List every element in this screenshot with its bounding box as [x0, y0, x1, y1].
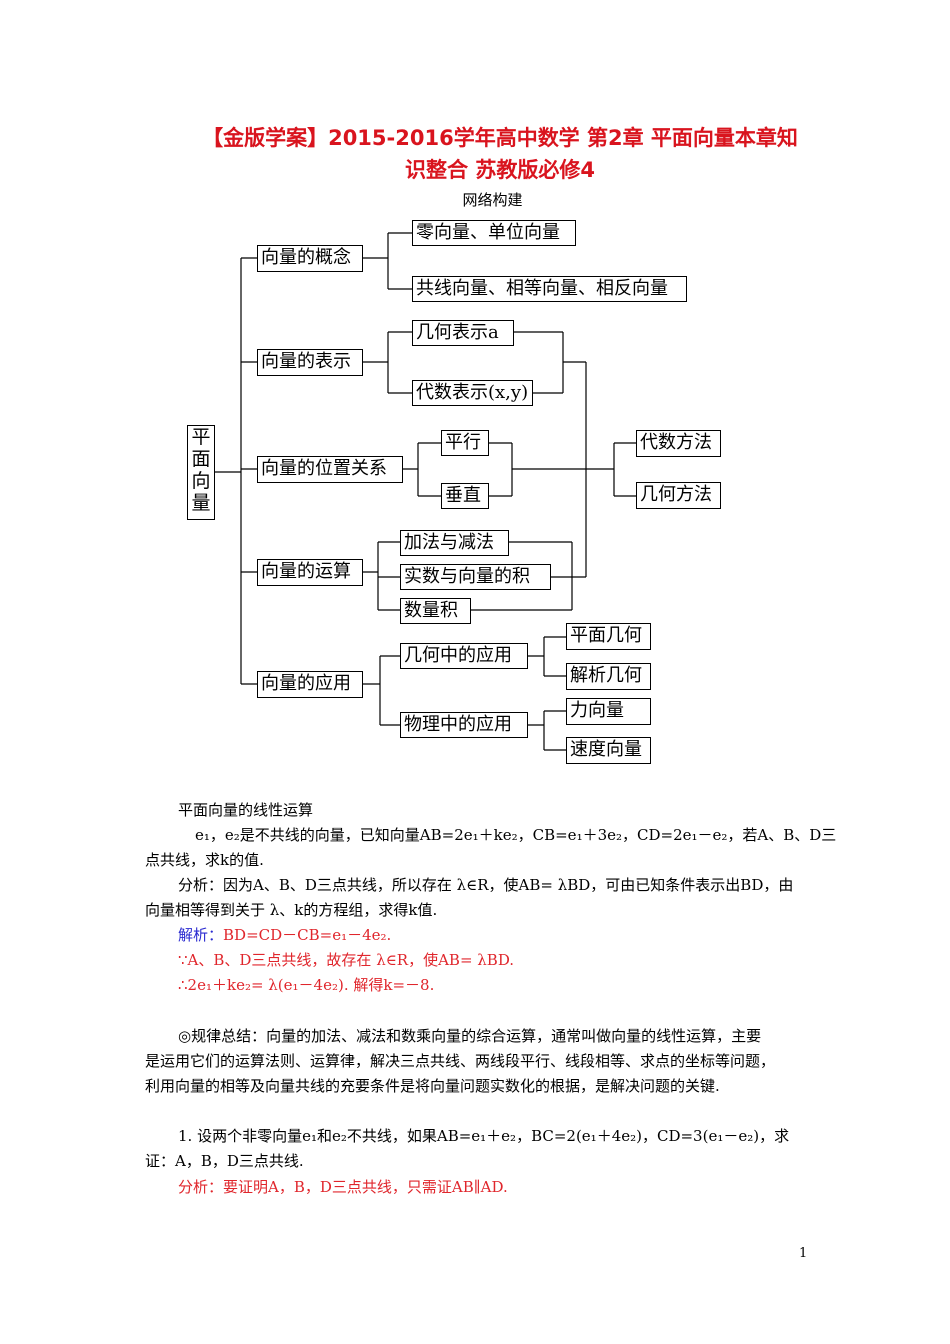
summary-line: ◎规律总结：向量的加法、减法和数乘向量的综合运算，通常叫做向量的线性运算，主要: [178, 1027, 762, 1045]
node-phys-app: 物理中的应用: [400, 712, 528, 738]
example-line: 点共线，求k的值.: [145, 851, 264, 869]
problem-line: 证：A，B，D三点共线.: [145, 1152, 304, 1170]
summary-line: 利用向量的相等及向量共线的充要条件是将向量问题实数化的根据，是解决问题的关键.: [145, 1077, 720, 1095]
solution-line: 解析：BD=CD－CB=e₁－4e₂.: [178, 923, 391, 948]
solution-line: ∴2e₁＋ke₂= λ(e₁－4e₂). 解得k=－8.: [178, 976, 435, 994]
solution-label: 解析：: [178, 926, 224, 944]
solution-line: ∵A、B、D三点共线，故存在 λ∈R，使AB= λBD.: [178, 951, 515, 969]
section-subtitle: 网络构建: [462, 191, 523, 209]
node-position: 向量的位置关系: [257, 456, 403, 483]
document-title-line2: 识整合 苏教版必修4: [405, 158, 595, 182]
section-heading: 平面向量的线性运算: [178, 801, 314, 819]
analysis-line: 向量相等得到关于 λ、k的方程组，求得k值.: [145, 901, 438, 919]
problem-line: 1. 设两个非零向量e₁和e₂不共线，如果AB=e₁＋e₂，BC=2(e₁＋4e…: [178, 1127, 790, 1145]
summary-line: 是运用它们的运算法则、运算律，解决三点共线、两线段平行、线段相等、求点的坐标等问…: [145, 1052, 776, 1070]
node-parallel: 平行: [441, 430, 489, 456]
diagram-connectors: [214, 232, 636, 751]
problem-analysis: 分析：要证明A，B，D三点共线，只需证AB∥AD.: [178, 1178, 508, 1196]
example-line: e₁，e₂是不共线的向量，已知向量AB=2e₁＋ke₂，CB=e₁＋3e₂，CD…: [195, 826, 837, 844]
node-analytic-geo: 解析几何: [566, 663, 651, 690]
node-geometric-rep: 几何表示a: [412, 320, 514, 346]
node-operations: 向量的运算: [257, 559, 363, 586]
node-geo-app: 几何中的应用: [400, 643, 528, 669]
document-title-line1: 【金版学案】2015-2016学年高中数学 第2章 平面向量本章知: [202, 126, 798, 150]
root-node: 平面向量: [187, 425, 215, 520]
node-dot-product: 数量积: [400, 598, 471, 624]
node-geometric-method: 几何方法: [636, 482, 721, 509]
node-application: 向量的应用: [257, 671, 363, 698]
node-scalar-mult: 实数与向量的积: [400, 564, 551, 590]
node-force: 力向量: [566, 698, 651, 725]
node-concept: 向量的概念: [257, 245, 363, 272]
page-number: 1: [799, 1246, 808, 1261]
node-velocity: 速度向量: [566, 737, 651, 764]
solution-text: BD=CD－CB=e₁－4e₂.: [223, 926, 392, 944]
node-algebraic-rep: 代数表示(x,y): [412, 380, 533, 406]
node-zero-unit: 零向量、单位向量: [412, 220, 576, 246]
node-perpendicular: 垂直: [441, 483, 489, 509]
node-add-sub: 加法与减法: [400, 530, 509, 556]
node-collinear: 共线向量、相等向量、相反向量: [412, 276, 687, 302]
node-representation: 向量的表示: [257, 349, 363, 376]
analysis-line: 分析：因为A、B、D三点共线，所以存在 λ∈R，使AB= λBD，可由已知条件表…: [178, 876, 794, 894]
node-plane-geo: 平面几何: [566, 623, 651, 650]
node-algebraic-method: 代数方法: [636, 430, 721, 457]
